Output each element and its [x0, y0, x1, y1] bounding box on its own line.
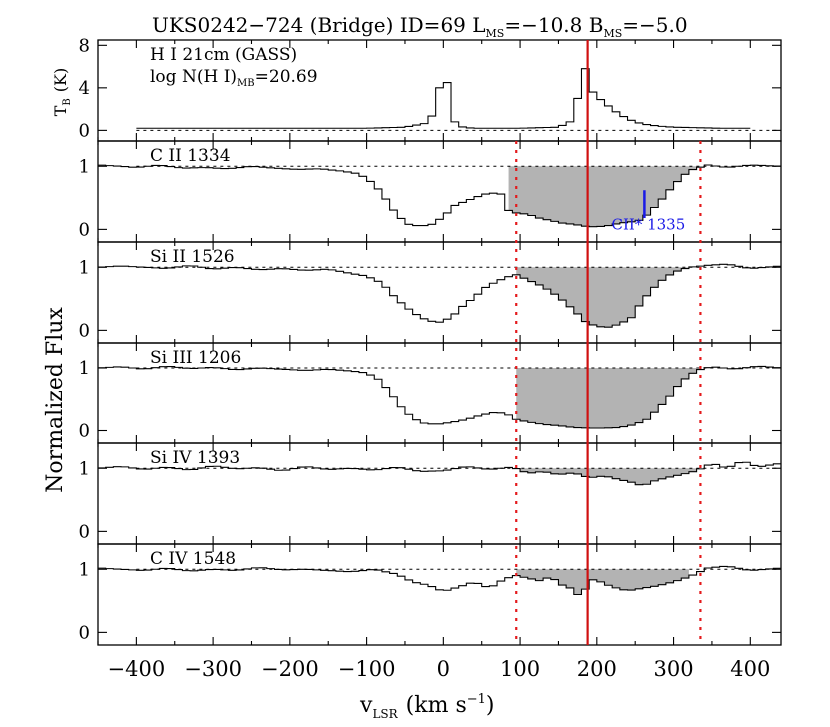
x-tick-label: 100 [500, 657, 540, 681]
x-tick-label: 0 [437, 657, 450, 681]
x-tick-label: −200 [261, 657, 319, 681]
spectrum-line [98, 263, 781, 328]
y-tick-label: 0 [79, 120, 90, 141]
x-axis: −400 −300 −200 −100 0 100 200 300 400 [108, 657, 771, 681]
panel-label: C IV 1548 [150, 549, 236, 569]
y-tick-label: 1 [79, 358, 90, 379]
spectrum-line [98, 565, 781, 596]
absorption-shade [516, 368, 697, 428]
x-tick-label: −100 [338, 657, 396, 681]
y-tick-label: 0 [79, 622, 90, 643]
y-tick-label: 4 [79, 78, 90, 99]
absorption-shade [508, 166, 709, 227]
y-tick-label: 1 [79, 458, 90, 479]
panel-siii: 0 1 Si II 1526 [79, 241, 782, 344]
y-tick-label: 0 [79, 320, 90, 341]
x-tick-label: −400 [108, 657, 166, 681]
y-tick-label: 1 [79, 257, 90, 278]
panel-frame [97, 543, 782, 646]
panel-civ: 0 1 C IV 1548 [79, 543, 782, 646]
panel-label: Si III 1206 [150, 348, 241, 368]
x-axis-label: vLSR(km s−1) [359, 692, 495, 721]
panel-hi: 0 4 8 H I 21cm (GASS)log N(H I)MB=20.69 [79, 35, 782, 142]
panel-sublabel: log N(H I)MB=20.69 [150, 67, 318, 89]
x-tick-label: 400 [730, 657, 770, 681]
panel-label: C II 1334 [150, 146, 231, 166]
y-tick-label: 0 [79, 421, 90, 442]
y-tick-label: 0 [79, 521, 90, 542]
chart-title-text: UKS0242−724 (Bridge) ID=69 LMS=−10.8 BMS… [152, 13, 688, 40]
spectrum-line [98, 164, 781, 228]
panel-label: Si IV 1393 [150, 448, 240, 468]
velocity-markers [515, 40, 702, 645]
panel-siiv: 0 1 Si IV 1393 [79, 442, 782, 545]
hi-y-axis-label: TB(K) [51, 68, 73, 116]
spectrum-line [98, 461, 781, 486]
panel-siiii: 0 1 Si III 1206 [79, 342, 782, 444]
y-tick-label: 0 [79, 219, 90, 240]
panel-label: Si II 1526 [150, 247, 235, 267]
y-tick-label: 1 [79, 559, 90, 580]
chart-title: UKS0242−724 (Bridge) ID=69 LMS=−10.8 BMS… [152, 13, 688, 40]
absorption-shade [516, 267, 689, 328]
spectrum-line [136, 68, 751, 129]
y-tick-label: 8 [79, 35, 90, 56]
panels-group: 0 4 8 H I 21cm (GASS)log N(H I)MB=20.69 0 1 C … [79, 35, 782, 646]
y-axis-label: Normalized Flux [43, 307, 68, 493]
x-tick-label: 300 [654, 657, 694, 681]
annotation-label: CII* 1335 [612, 215, 686, 233]
y-tick-label: 1 [79, 156, 90, 177]
x-tick-label: 200 [577, 657, 617, 681]
spectrum-line [98, 365, 781, 429]
panel-label: H I 21cm (GASS) [150, 45, 297, 65]
x-tick-label: −300 [184, 657, 242, 681]
